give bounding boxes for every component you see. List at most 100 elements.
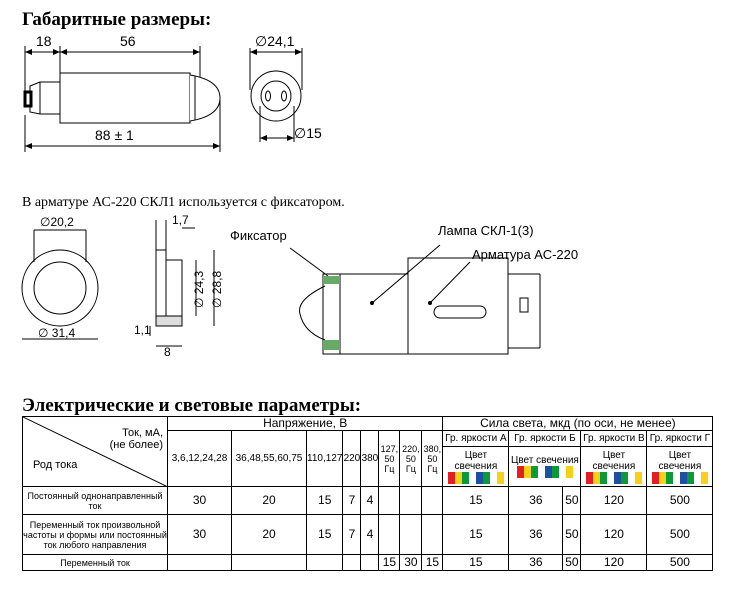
params-table: Ток, мА, (не более) Род тока Напряжение,… xyxy=(22,416,714,571)
swatch-red xyxy=(516,466,524,478)
swatches-g xyxy=(648,471,712,484)
light-header: Сила света, мкд (по оси, не менее) xyxy=(442,416,714,431)
cell: 36 xyxy=(508,554,564,571)
voltage-col-2: 36,48,55,60,75 xyxy=(231,430,307,487)
swatch-white xyxy=(606,471,614,484)
cell: 120 xyxy=(580,514,648,555)
swatch-green xyxy=(686,471,694,484)
cell: 20 xyxy=(231,486,307,515)
color-label-g: Цвет свечения xyxy=(658,449,702,472)
corner-bottom-label: Род тока xyxy=(33,459,78,471)
dim-8: 8 xyxy=(164,345,171,358)
cell xyxy=(378,514,401,555)
swatch-yellow xyxy=(634,471,642,484)
swatch-green xyxy=(482,471,490,484)
swatch-white xyxy=(558,466,566,478)
dim-88: 88 ± 1 xyxy=(95,127,134,143)
cell: 30 xyxy=(167,486,232,515)
corner-top-label: Ток, мА, xyxy=(122,427,163,439)
swatch-green xyxy=(620,471,628,484)
dia-24-3: ∅ 24,3 xyxy=(192,271,206,308)
swatch-green xyxy=(599,471,607,484)
color-cell-v: Цвет свечения xyxy=(580,446,648,487)
cell xyxy=(231,554,307,571)
label-lamp: Лампа СКЛ-1(3) xyxy=(438,223,534,238)
cell: 36 xyxy=(508,514,564,555)
cell xyxy=(378,486,401,515)
cell xyxy=(399,486,423,515)
color-cell-b: Цвет свечения xyxy=(508,446,582,487)
fixator-note: В арматуре АС-220 СКЛ1 используется с фи… xyxy=(22,195,345,210)
cell: 15 xyxy=(442,554,510,571)
swatch-yellow xyxy=(592,471,600,484)
color-cell-a: Цвет свечения xyxy=(442,446,510,487)
cell: 15 xyxy=(442,486,510,515)
swatch-white xyxy=(489,471,497,484)
swatch-white xyxy=(468,471,476,484)
table-row: Постоянный однонаправленный ток 30 20 15… xyxy=(22,486,714,515)
row-label: Постоянный однонаправленный ток xyxy=(22,486,168,515)
color-label-b: Цвет свечения xyxy=(510,455,579,466)
swatch-red xyxy=(585,471,593,484)
swatch-blue xyxy=(544,466,552,478)
voltage-col-4: 220 xyxy=(342,430,362,487)
cell: 15 xyxy=(421,554,444,571)
swatch-yellow xyxy=(454,471,462,484)
dia-31-4: ∅ 31,4 xyxy=(38,326,75,340)
cell: 20 xyxy=(231,514,307,555)
corner-top2-label: (не более) xyxy=(109,439,163,451)
swatches-b xyxy=(510,466,580,478)
table-row: Переменный ток 15 30 15 15 36 50 120 500 xyxy=(22,554,714,571)
voltage-col-5: 380 xyxy=(360,430,380,487)
swatches-a xyxy=(444,471,508,484)
cell xyxy=(342,554,362,571)
dim-18: 18 xyxy=(36,33,52,49)
cell: 36 xyxy=(508,486,564,515)
swatch-white xyxy=(627,471,635,484)
voltage-col-1: 3,6,12,24,28 xyxy=(167,430,232,487)
voltage-header: Напряжение, В xyxy=(166,416,444,431)
group-b: Гр. яркости Б xyxy=(508,430,582,447)
corner-cell: Ток, мА, (не более) Род тока xyxy=(22,416,168,487)
swatch-white xyxy=(537,466,545,478)
swatches-v xyxy=(582,471,646,484)
swatch-green xyxy=(665,471,673,484)
dia-15: ∅15 xyxy=(294,125,322,141)
swatch-white xyxy=(693,471,701,484)
voltage-hz-col-1: 127, 50 Гц xyxy=(378,430,401,487)
cell: 500 xyxy=(646,554,714,571)
cell: 30 xyxy=(167,514,232,555)
cell: 4 xyxy=(360,514,380,555)
swatch-yellow xyxy=(565,466,573,478)
dim-1-1: 1,1 xyxy=(134,323,151,337)
lamp-dimension-drawing: 18 56 88 ± 1 ∅24,1 ∅15 xyxy=(23,33,322,152)
voltage-hz-col-3: 380, 50 Гц xyxy=(421,430,444,487)
dim-56: 56 xyxy=(120,33,136,49)
dim-1-7: 1,7 xyxy=(172,213,189,227)
swatch-blue xyxy=(613,471,621,484)
swatch-yellow xyxy=(523,466,531,478)
fixator-assembly-drawing: ∅20,2 ∅ 31,4 1,7 1,1 8 ∅ 24,3 ∅ 28,8 Фик… xyxy=(21,213,578,358)
cell: 30 xyxy=(399,554,423,571)
cell: 15 xyxy=(378,554,401,571)
cell: 4 xyxy=(360,486,380,515)
swatch-red xyxy=(447,471,455,484)
cell xyxy=(360,554,380,571)
cell: 50 xyxy=(562,514,582,555)
swatch-green xyxy=(461,471,469,484)
cell: 15 xyxy=(305,514,344,555)
cell: 500 xyxy=(646,486,714,515)
cell: 120 xyxy=(580,554,648,571)
cell: 500 xyxy=(646,514,714,555)
cell: 7 xyxy=(342,486,362,515)
swatch-green xyxy=(530,466,538,478)
swatch-white xyxy=(672,471,680,484)
cell: 7 xyxy=(342,514,362,555)
cell: 50 xyxy=(562,486,582,515)
cell xyxy=(421,514,444,555)
swatch-blue xyxy=(679,471,687,484)
label-fixator: Фиксатор xyxy=(230,228,287,243)
swatch-yellow xyxy=(496,471,504,484)
dia-24-1: ∅24,1 xyxy=(255,33,295,49)
group-v: Гр. яркости В xyxy=(580,430,648,447)
